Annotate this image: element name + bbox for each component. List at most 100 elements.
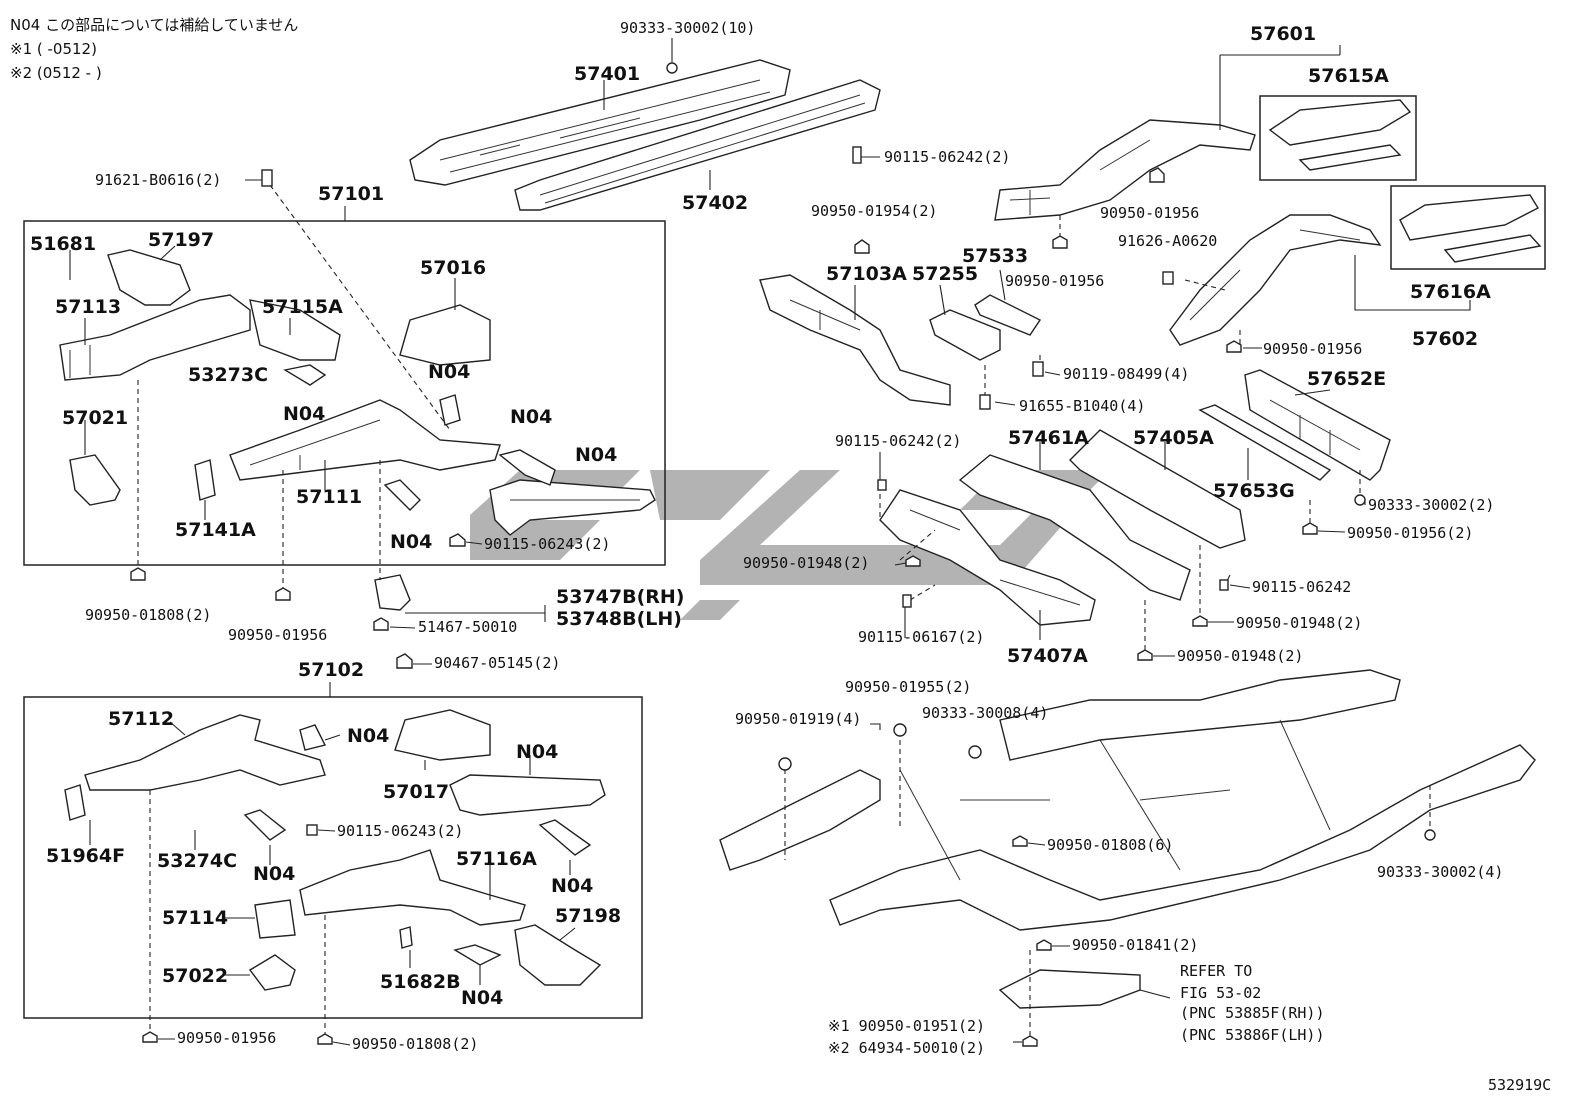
part-label[interactable]: 90950-01808(2) [352, 1035, 478, 1053]
bracket-57115a [249, 299, 341, 361]
part-label[interactable]: N04 [516, 741, 558, 763]
bracket-n04-lh [243, 724, 592, 966]
part-label[interactable]: 90950-01956 [177, 1029, 276, 1047]
part-label[interactable]: 57102 [298, 659, 364, 681]
part-label[interactable]: 90950-01956(2) [1347, 524, 1473, 542]
part-label[interactable]: 90115-06167(2) [858, 628, 984, 646]
part-label[interactable]: 53274C [157, 850, 237, 872]
bracket-57022 [248, 954, 296, 991]
part-label[interactable]: 90950-01955(2) [845, 678, 971, 696]
part-label[interactable]: 90119-08499(4) [1063, 365, 1189, 383]
part-label[interactable]: 91621-B0616(2) [95, 171, 221, 189]
part-label[interactable]: 57616A [1410, 281, 1491, 303]
part-label[interactable]: 90950-01808(2) [85, 606, 211, 624]
part-label[interactable]: 57101 [318, 183, 384, 205]
part-label[interactable]: 57115A [262, 296, 343, 318]
part-label[interactable]: 57653G [1213, 480, 1295, 502]
note-n04: N04 この部品については補給していません [10, 16, 298, 34]
part-label[interactable]: 57021 [62, 407, 128, 429]
part-label[interactable]: N04 [510, 406, 552, 428]
part-label[interactable]: N04 [461, 987, 503, 1009]
member-57407a [879, 489, 1096, 626]
part-label[interactable]: 57112 [108, 708, 174, 730]
bracket-53747b [374, 574, 411, 611]
part-label[interactable]: 53747B(RH) [556, 586, 684, 608]
part-label[interactable]: 90950-01948(2) [1177, 647, 1303, 665]
part-label[interactable]: 57602 [1412, 328, 1478, 350]
bracket-57615a [1268, 99, 1412, 171]
part-label[interactable]: 57111 [296, 486, 362, 508]
part-label[interactable]: 57017 [383, 781, 449, 803]
part-label[interactable]: N04 [390, 531, 432, 553]
refer-line-2[interactable]: FIG 53-02 [1180, 984, 1261, 1002]
bracket-57141a [194, 459, 216, 501]
part-label[interactable]: 90950-01956 [1263, 340, 1362, 358]
part-label[interactable]: 57141A [175, 519, 256, 541]
refer-line-4[interactable]: (PNC 53886F(LH)) [1180, 1026, 1325, 1044]
part-label[interactable]: 91626-A0620 [1118, 232, 1217, 250]
part-label[interactable]: 90950-01841(2) [1072, 936, 1198, 954]
part-label[interactable]: 57016 [420, 257, 486, 279]
part-label[interactable]: 90115-06242 [1252, 578, 1351, 596]
part-label[interactable]: 57533 [962, 245, 1028, 267]
part-label[interactable]: 90950-01956 [228, 626, 327, 644]
part-label[interactable]: 57652E [1307, 368, 1386, 390]
part-label[interactable]: N04 [551, 875, 593, 897]
part-label[interactable]: 90950-01919(4) [735, 710, 861, 728]
part-label[interactable]: 90333-30002(4) [1377, 863, 1503, 881]
part-label[interactable]: 90950-01948(2) [743, 554, 869, 572]
frame-assembly [719, 669, 1536, 1009]
part-label[interactable]: 90950-01948(2) [1236, 614, 1362, 632]
part-label[interactable]: 57255 [912, 263, 978, 285]
bracket-57255 [929, 309, 1001, 361]
part-label[interactable]: 53748B(LH) [556, 608, 682, 630]
part-label[interactable]: N04 [283, 403, 325, 425]
part-label[interactable]: 57114 [162, 907, 228, 929]
part-label[interactable]: 90950-01954(2) [811, 202, 937, 220]
part-label[interactable]: 57461A [1008, 427, 1089, 449]
part-label[interactable]: 90115-06243(2) [484, 535, 610, 553]
bar-57653g [1198, 404, 1332, 481]
part-label[interactable]: 51964F [46, 845, 125, 867]
leader-lines [69, 38, 1471, 999]
part-label[interactable]: 90115-06242(2) [835, 432, 961, 450]
part-label[interactable]: N04 [428, 361, 470, 383]
part-label[interactable]: 90115-06243(2) [337, 822, 463, 840]
refer-line-3[interactable]: (PNC 53885F(RH)) [1180, 1004, 1325, 1022]
bracket-57198 [514, 924, 602, 986]
part-label[interactable]: 90115-06242(2) [884, 148, 1010, 166]
part-label[interactable]: 57022 [162, 965, 228, 987]
part-label[interactable]: 57103A [826, 263, 907, 285]
part-label[interactable]: 57113 [55, 296, 121, 318]
part-label[interactable]: 57601 [1250, 23, 1316, 45]
part-label[interactable]: 91655-B1040(4) [1019, 397, 1145, 415]
part-label[interactable]: ※1 90950-01951(2) [828, 1017, 985, 1035]
crossmember-57103a [759, 274, 951, 406]
part-label[interactable]: ※2 64934-50010(2) [828, 1039, 985, 1057]
part-label[interactable]: N04 [347, 725, 389, 747]
part-label[interactable]: 90333-30002(10) [620, 19, 755, 37]
part-label[interactable]: 90950-01956 [1100, 204, 1199, 222]
part-label[interactable]: 51681 [30, 233, 96, 255]
part-label[interactable]: 57615A [1308, 65, 1389, 87]
group-box-57102 [23, 696, 643, 1019]
part-label[interactable]: 51467-50010 [418, 618, 517, 636]
part-label[interactable]: 90333-30008(4) [922, 704, 1048, 722]
bracket-57017 [394, 709, 491, 761]
part-label[interactable]: 51682B [380, 971, 461, 993]
part-label[interactable]: 57402 [682, 192, 748, 214]
part-label[interactable]: 90333-30002(2) [1368, 496, 1494, 514]
part-label[interactable]: 57198 [555, 905, 621, 927]
part-label[interactable]: 57401 [574, 63, 640, 85]
part-label[interactable]: 57405A [1133, 427, 1214, 449]
part-label[interactable]: 90467-05145(2) [434, 654, 560, 672]
part-label[interactable]: 57197 [148, 229, 214, 251]
part-label[interactable]: N04 [575, 444, 617, 466]
part-label[interactable]: 90950-01956 [1005, 272, 1104, 290]
part-label[interactable]: 57116A [456, 848, 537, 870]
part-label[interactable]: 90950-01808(6) [1047, 836, 1173, 854]
part-label[interactable]: N04 [253, 863, 295, 885]
part-label[interactable]: 53273C [188, 364, 268, 386]
part-label[interactable]: 57407A [1007, 645, 1088, 667]
